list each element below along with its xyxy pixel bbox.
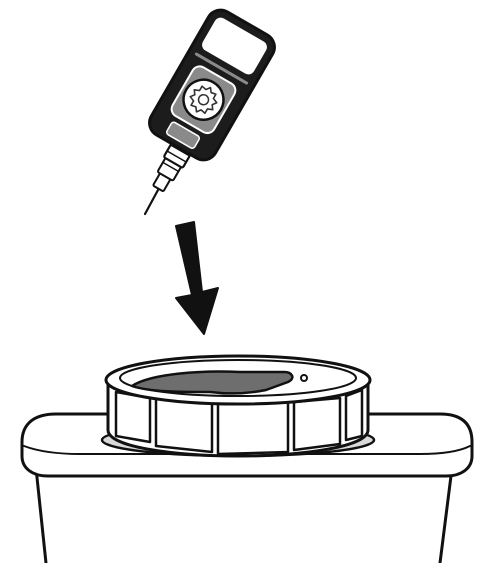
pen-body bbox=[144, 5, 279, 165]
needle bbox=[145, 190, 158, 214]
cap-indicator-dot bbox=[301, 375, 307, 381]
sharps-container bbox=[22, 356, 472, 563]
container-body bbox=[36, 468, 452, 563]
injector-pen bbox=[144, 5, 279, 214]
down-arrow-icon bbox=[176, 222, 218, 334]
